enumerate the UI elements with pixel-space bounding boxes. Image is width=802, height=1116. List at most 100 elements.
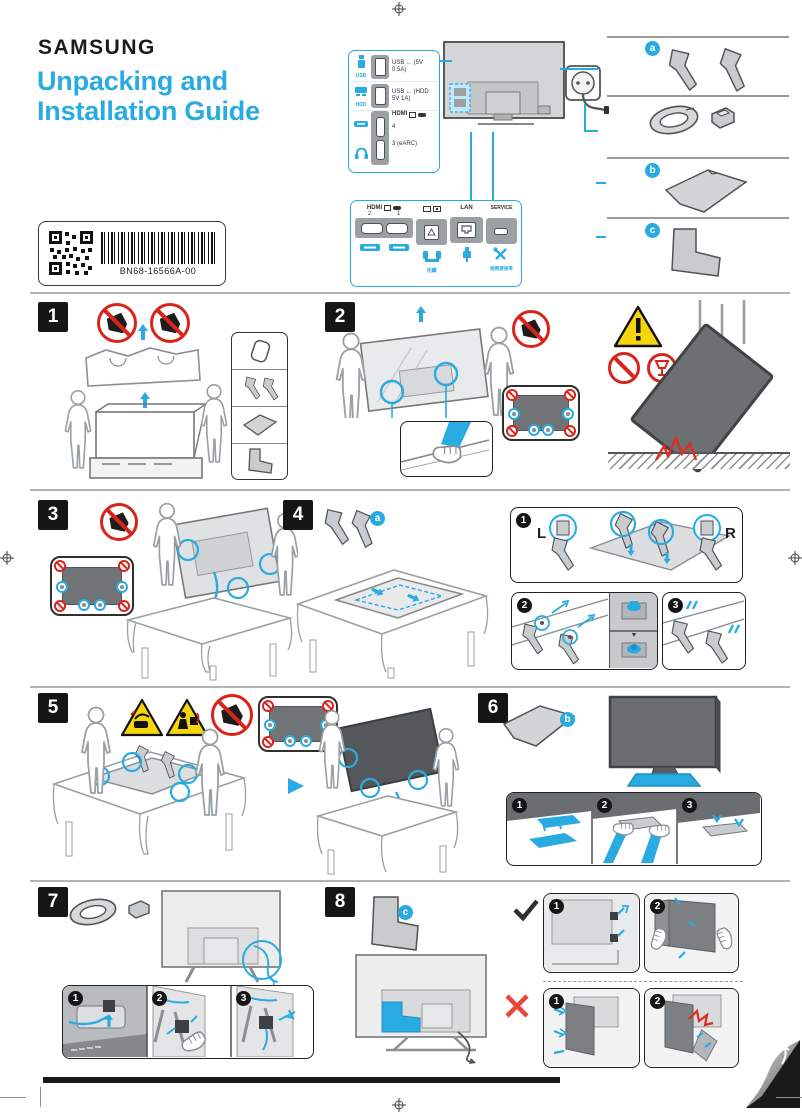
impact-burst <box>654 436 698 461</box>
substep-badge: 2 <box>650 994 665 1009</box>
substep-badge: 2 <box>650 899 665 914</box>
disc-player-icon <box>432 206 441 212</box>
trim-mark <box>776 1097 802 1099</box>
check-icon <box>513 899 539 922</box>
service-caption: 服務連接埠 <box>490 266 513 271</box>
registration-crosshair-icon <box>0 551 14 565</box>
step-6-number: 6 <box>478 693 508 723</box>
step-3-number: 3 <box>38 500 68 530</box>
prohibition-icon <box>608 352 640 384</box>
step-1-illustration <box>64 324 228 479</box>
usb-device-icon: USB <box>351 55 371 79</box>
usb-icon-label: USB <box>355 73 367 79</box>
optical-port <box>416 219 448 245</box>
step-2-number: 2 <box>325 302 355 332</box>
step-1-number: 1 <box>38 302 68 332</box>
service-tools-icon <box>493 247 508 260</box>
part-b-stand-cover <box>502 705 576 747</box>
step-3-illustration <box>125 502 298 681</box>
substep-badge: 3 <box>682 798 697 813</box>
step-6-substeps-drawing <box>507 793 760 864</box>
usb-port-row: USB USB ← (5V 0.5A) <box>351 53 437 82</box>
step-8-tv-illustration <box>355 954 487 1064</box>
substep-badge: 1 <box>68 991 83 1006</box>
parts-divider <box>607 157 789 159</box>
stand-left-mark: L <box>537 525 546 542</box>
port2-label: 2 <box>367 211 372 217</box>
prohibition-icon <box>100 503 138 541</box>
substep-badge: 1 <box>549 994 564 1009</box>
bottom-hdmi-label: HDMI <box>366 205 383 211</box>
step-5-number: 5 <box>38 693 68 723</box>
part-cable-clip <box>128 900 150 919</box>
substep-badge: 1 <box>516 513 531 528</box>
section-separator <box>30 292 790 294</box>
parts-divider <box>607 95 789 97</box>
step-6-substeps: 1 2 3 <box>506 792 762 866</box>
prohibition-icon <box>512 310 550 348</box>
tv-rear-illustration <box>443 41 565 125</box>
step-7-substeps: 1 2 3 <box>62 985 314 1059</box>
side-port-panel: USB USB ← (5V 0.5A) HDD USB ← (HDD 5V 1A… <box>348 50 440 173</box>
lan-column: LAN <box>450 205 483 282</box>
part-cable-clip <box>711 107 735 129</box>
cross-icon <box>505 994 529 1018</box>
side-hdmi-ports <box>371 111 389 165</box>
service-label: SERVICE <box>490 205 513 211</box>
warning-triangle-icon <box>613 305 663 348</box>
substep-3-drawing <box>663 600 745 664</box>
step-7-tv-illustration <box>161 890 282 988</box>
stand-right-mark: R <box>725 525 736 542</box>
barcode-number: BN68-16566A-00 <box>119 266 197 276</box>
ethernet-plug-icon <box>462 247 471 262</box>
service-column: SERVICE 服務連接埠 <box>486 205 517 282</box>
substep-badge: 3 <box>236 991 251 1006</box>
step-5-lift-illustration <box>51 706 247 857</box>
step-2-grip-inset <box>400 421 493 477</box>
trim-mark <box>0 1097 26 1099</box>
step-8-number: 8 <box>325 887 355 917</box>
section-separator <box>30 880 790 882</box>
substep-2-drawing <box>512 598 609 665</box>
step-4-substep-3: 3 <box>662 592 746 670</box>
step-7-substeps-drawing <box>63 986 296 1058</box>
page-title-line1: Unpacking and <box>37 66 228 96</box>
step-4-illustration <box>295 569 489 679</box>
part-cable-strap <box>649 105 699 135</box>
step-1-accessory-list <box>231 332 288 480</box>
lan-label: LAN <box>460 205 473 211</box>
qr-code <box>48 230 94 276</box>
part-a-stand-legs <box>324 509 378 549</box>
port1-label: 1 <box>396 211 401 217</box>
hdd-icon: HDD <box>351 84 371 108</box>
grip-points-diagram <box>502 385 580 441</box>
accessory-remote <box>232 333 287 370</box>
substep-badge: 1 <box>512 798 527 813</box>
connector-line <box>596 182 606 184</box>
part-c-corner-cover <box>671 228 721 277</box>
box-icon <box>384 205 392 211</box>
parts-divider <box>607 217 789 219</box>
step-8-wrong-1: 1 <box>543 988 640 1068</box>
bottom-port-panel: HDMI 2 1 <box>350 200 522 287</box>
substep-badge: 2 <box>152 991 167 1006</box>
substep-badge: 2 <box>597 798 612 813</box>
optical-audio-icon <box>422 251 441 262</box>
step-2-illustration <box>335 306 515 418</box>
soundbar-icon <box>388 244 409 251</box>
connector-line <box>584 130 598 132</box>
substep-badge: 2 <box>517 598 532 613</box>
registration-crosshair-icon <box>788 551 802 565</box>
step-4-substep-1: 1 L R <box>510 507 743 583</box>
warning-pinch-icon <box>120 698 164 737</box>
hdd-port-label: USB ← (HDD 5V 1A) <box>392 89 429 102</box>
registration-crosshair-icon <box>392 1098 406 1112</box>
part-c-badge: c <box>398 905 413 920</box>
prohibition-icon <box>150 303 190 343</box>
page-title: Unpacking and Installation Guide <box>37 66 260 126</box>
connector-line <box>560 68 598 70</box>
usb-port-label: USB ← (5V 0.5A) <box>392 60 424 73</box>
earc-icon <box>354 148 368 159</box>
warning-heavy-icon <box>165 698 209 737</box>
accessory-stand-cover <box>232 407 287 444</box>
